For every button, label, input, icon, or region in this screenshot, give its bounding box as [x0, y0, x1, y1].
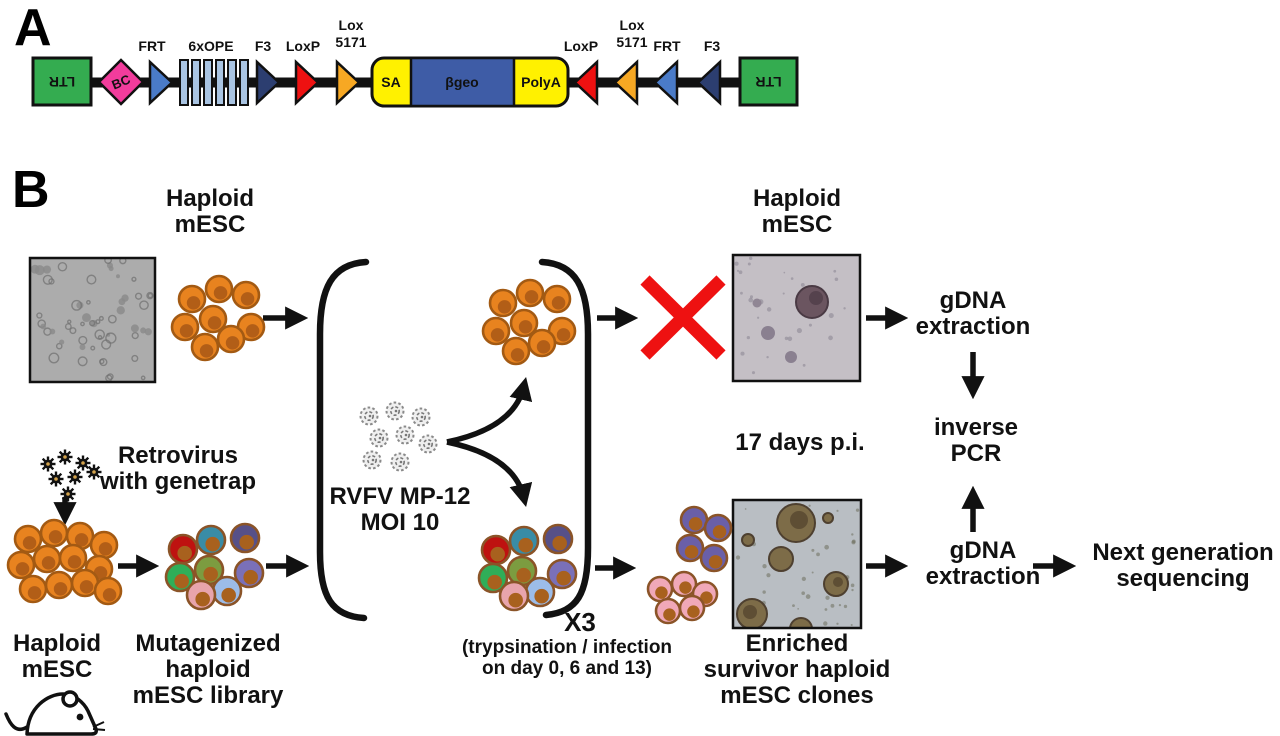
barcode-diamond — [97, 58, 145, 106]
f3-label: F3 — [255, 38, 272, 54]
ltr-box-right — [738, 56, 799, 107]
frt-site-left — [148, 59, 174, 106]
polya-text: PolyA — [521, 74, 561, 90]
frt-label-right: FRT — [653, 38, 681, 54]
ltr-box-left — [31, 56, 93, 107]
mutagenized-cell-cluster — [164, 522, 265, 611]
haploid-cell-cluster — [170, 274, 266, 362]
mouse-icon — [4, 690, 106, 736]
micrograph-survivor-clones — [731, 498, 863, 630]
ope-label: 6xOPE — [188, 38, 233, 54]
retrovirus-particles-icon — [40, 449, 102, 502]
loxp-site-left — [294, 59, 320, 106]
f3-label-right: F3 — [704, 38, 721, 54]
bracket-right — [538, 258, 592, 619]
ltr-left-text: LTR — [49, 74, 75, 90]
ope-repeats — [179, 59, 249, 106]
bracket-left — [316, 258, 370, 622]
flow-arrows — [53, 306, 1077, 580]
haploid-cell-cluster-in-bracket — [481, 278, 577, 366]
mutagenized-cell-cluster-in-bracket — [477, 523, 578, 612]
rvfv-virus-particles-icon — [359, 401, 438, 472]
loxp-site-right — [573, 59, 599, 106]
barcode-text: BC — [109, 71, 133, 92]
loxp-label: LoxP — [286, 38, 320, 54]
lox5171-site-left — [335, 59, 361, 106]
micrograph-haploid-mesc — [28, 256, 157, 384]
days-pi-label: 17 days p.i. — [735, 429, 865, 456]
arrow-virus-to-mutagenized — [446, 439, 533, 508]
lox5171-right-line2: 5171 — [616, 34, 647, 50]
survivor-clone-purple-cluster — [675, 505, 733, 573]
arrow-virus-to-haploid — [446, 376, 533, 445]
f3-site-right — [696, 59, 722, 106]
haploid-cell-cluster-large — [6, 518, 123, 606]
lox5171-label-line2: 5171 — [335, 34, 366, 50]
loxp-label-right: LoxP — [564, 38, 598, 54]
lox5171-label-line1: Lox — [339, 17, 364, 33]
frt-label: FRT — [138, 38, 166, 54]
ltr-right-text: LTR — [755, 74, 781, 90]
red-cross-icon — [640, 275, 726, 360]
bgeo-text: βgeo — [445, 74, 478, 90]
frt-site-right — [653, 59, 679, 106]
survivor-clone-pink-cluster — [646, 570, 719, 625]
f3-site-left — [255, 59, 281, 106]
sa-text: SA — [381, 74, 400, 90]
construct-diagram: LTR BC SA βgeo PolyA — [31, 17, 799, 108]
panel-b-label: B — [12, 161, 50, 219]
lox5171-right-line1: Lox — [620, 17, 645, 33]
x3-label: X3 — [564, 607, 596, 637]
lox5171-site-right — [613, 59, 639, 106]
panel-a-label: A — [14, 0, 52, 57]
micrograph-infected-mesc — [731, 253, 862, 383]
bgeo-box — [409, 56, 516, 108]
mouse-tail — [4, 712, 29, 732]
